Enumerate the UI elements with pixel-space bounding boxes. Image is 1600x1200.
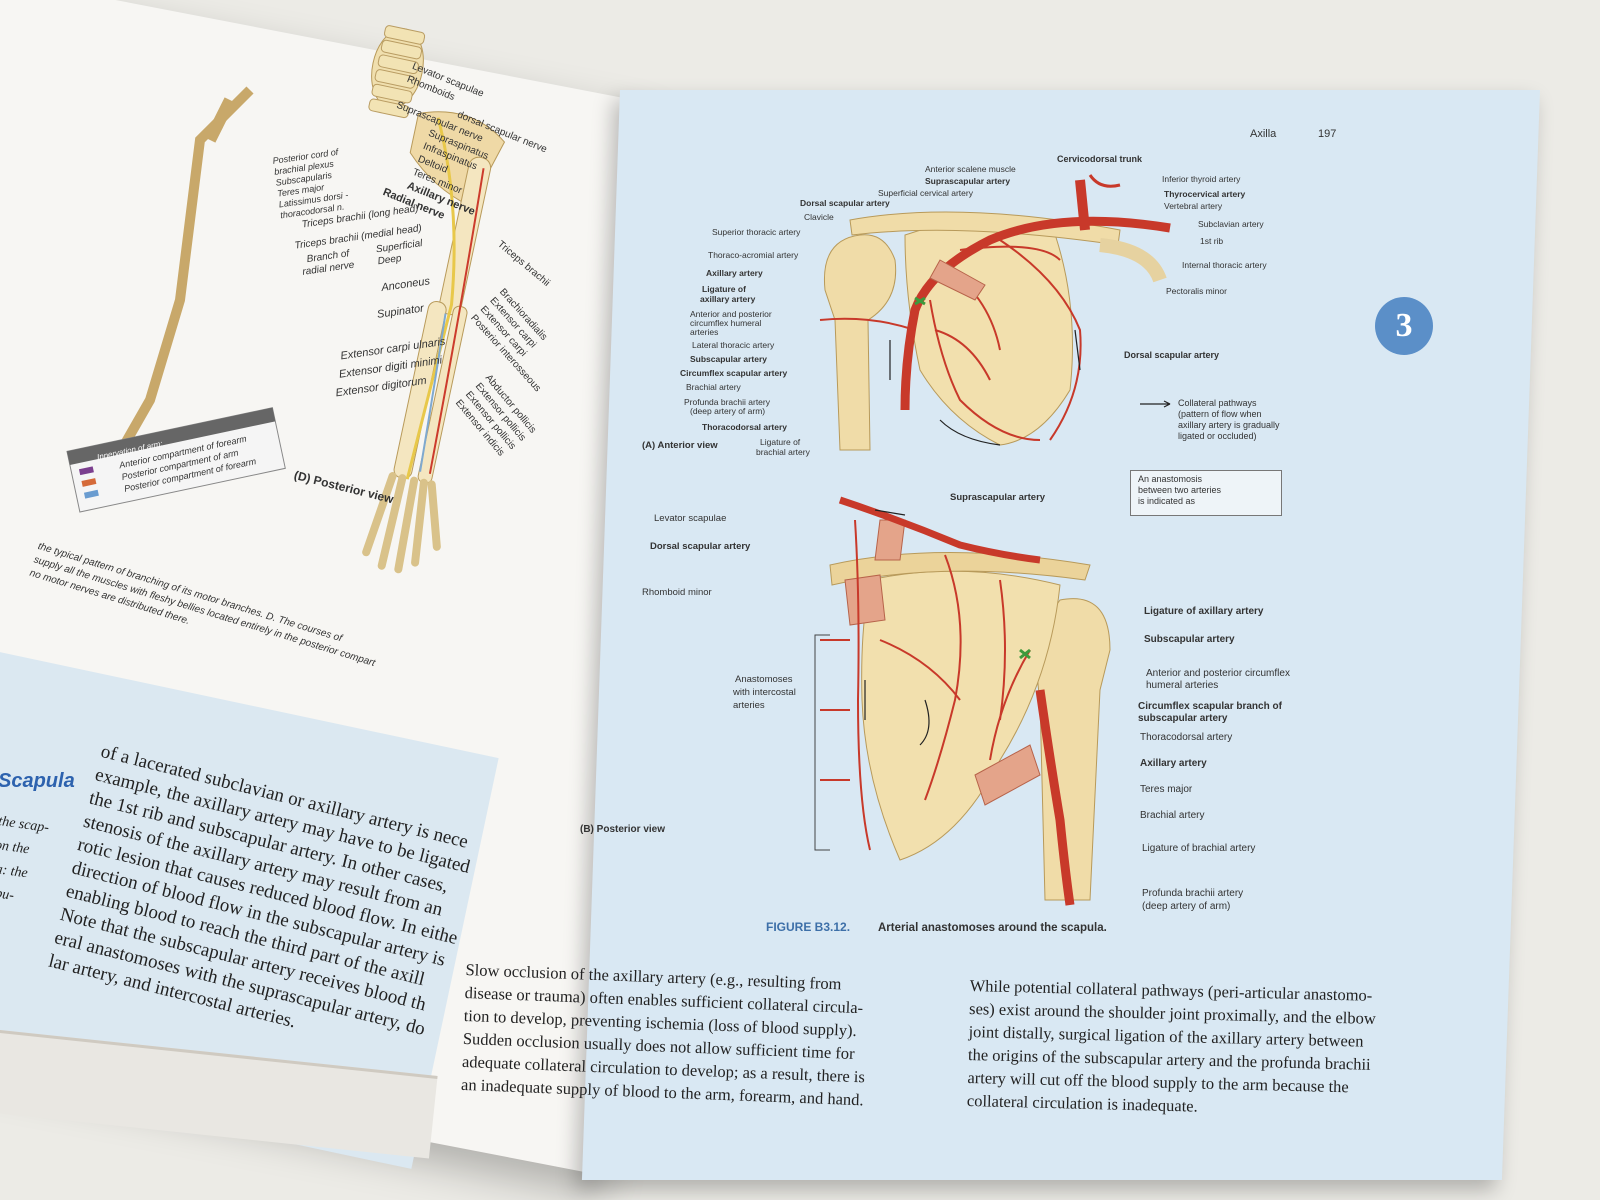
label-b-circumflex-humeral-2: humeral arteries [1146,680,1219,691]
label-a-thyrocervical: Thyrocervical artery [1164,189,1246,199]
legend-box-3: is indicated as [1138,496,1196,506]
label-b-subscapular: Subscapular artery [1144,634,1235,645]
anastomosis-legend-box [1130,470,1282,516]
page-number: 197 [1318,128,1337,140]
label-a-profunda-2: (deep artery of arm) [690,406,766,416]
label-b-levator-scapulae: Levator scapulae [654,513,727,524]
legend-collateral-4: ligated or occluded) [1178,431,1257,441]
label-a-dorsal-scapular-right: Dorsal scapular artery [1124,350,1220,360]
collateral-arrow-icon [1140,400,1171,408]
label-a-superficial-cervical: Superficial cervical artery [878,188,973,198]
label-b-thoracodorsal: Thoracodorsal artery [1140,732,1233,743]
label-a-anterior-scalene: Anterior scalene muscle [925,164,1016,174]
label-a-dorsal-scapular: Dorsal scapular artery [800,198,890,208]
label-b-circumflex-scapular-1: Circumflex scapular branch of [1138,701,1282,712]
label-a-thoraco-acromial: Thoraco-acromial artery [708,250,799,260]
body-right-column: While potential collateral pathways (per… [967,974,1470,1124]
figure-b-title: (B) Posterior view [580,824,666,835]
label-b-dorsal-scapular: Dorsal scapular artery [650,541,751,552]
label-a-ligature-brachial-1: Ligature of [760,437,801,447]
label-b-circumflex-scapular-2: subscapular artery [1138,713,1228,724]
label-b-suprascapular: Suprascapular artery [950,492,1046,503]
label-a-clavicle: Clavicle [804,212,834,222]
legend-box-1: An anastomosis [1138,474,1203,484]
label-a-profunda-1: Profunda brachii artery [684,397,770,407]
label-a-cervicodorsal: Cervicodorsal trunk [1057,154,1143,164]
label-a-suprascapular-artery: Suprascapular artery [925,176,1011,186]
label-a-brachial: Brachial artery [686,382,741,392]
chapter-tab: 3 [1375,297,1433,355]
label-a-thoracodorsal: Thoracodorsal artery [702,422,788,432]
body-left-column: Slow occlusion of the axillary artery (e… [461,958,946,1114]
label-a-ligature-2: axillary artery [700,294,756,304]
label-a-superior-thoracic: Superior thoracic artery [712,227,801,237]
label-b-teres-major: Teres major [1140,784,1193,795]
label-b-circumflex-humeral-1: Anterior and posterior circumflex [1146,668,1290,679]
label-a-lateral-thoracic: Lateral thoracic artery [692,340,775,350]
left-section-heading: Scapula [0,770,75,792]
label-b-anastomoses-2: with intercostal [733,687,796,698]
label-a-subclavian: Subclavian artery [1198,219,1264,229]
label-b-brachial: Brachial artery [1140,810,1205,821]
label-b-ligature-axillary: Ligature of axillary artery [1144,606,1264,617]
label-a-inferior-thyroid: Inferior thyroid artery [1162,174,1241,184]
figure-caption-number: FIGURE B3.12. [766,920,851,934]
label-a-circumflex-3: arteries [690,327,719,337]
legend-collateral-2: (pattern of flow when [1178,409,1262,419]
label-a-first-rib: 1st rib [1200,236,1224,246]
label-a-circumflex-2: circumflex humeral [690,318,762,328]
left-arm-illustration [362,25,506,574]
innervation-legend-graphic [66,407,286,513]
label-a-circumflex-scapular: Circumflex scapular artery [680,368,788,378]
figure-a-anterior-view [819,174,1171,451]
label-a-ligature-brachial-2: brachial artery [756,447,810,457]
figure-caption-text: Arterial anastomoses around the scapula. [878,922,1107,934]
label-b-anastomoses-3: arteries [733,700,765,711]
label-b-anastomoses-1: Anastomoses [735,674,793,685]
legend-collateral-1: Collateral pathways [1178,398,1257,408]
label-a-ligature-1: Ligature of [702,284,746,294]
label-b-axillary: Axillary artery [1140,758,1207,769]
label-a-vertebral: Vertebral artery [1164,201,1223,211]
running-header-section: Axilla [1250,128,1277,140]
label-a-circumflex-1: Anterior and posterior [690,309,772,319]
label-b-profunda-2: (deep artery of arm) [1142,901,1231,912]
figure-b-posterior-view [814,496,1111,906]
label-a-subscapular: Subscapular artery [690,354,768,364]
label-b-ligature-brachial: Ligature of brachial artery [1142,843,1256,854]
legend-box-2: between two arteries [1138,485,1222,495]
label-a-axillary-artery: Axillary artery [706,268,763,278]
label-b-rhomboid-minor: Rhomboid minor [642,587,712,598]
left-forearm-sketch [105,86,254,473]
figure-a-title: (A) Anterior view [642,440,718,451]
label-a-internal-thoracic: Internal thoracic artery [1182,260,1267,270]
label-b-profunda-1: Profunda brachii artery [1142,888,1244,899]
legend-collateral-3: axillary artery is gradually [1178,420,1280,430]
label-a-pectoralis-minor: Pectoralis minor [1166,286,1227,296]
